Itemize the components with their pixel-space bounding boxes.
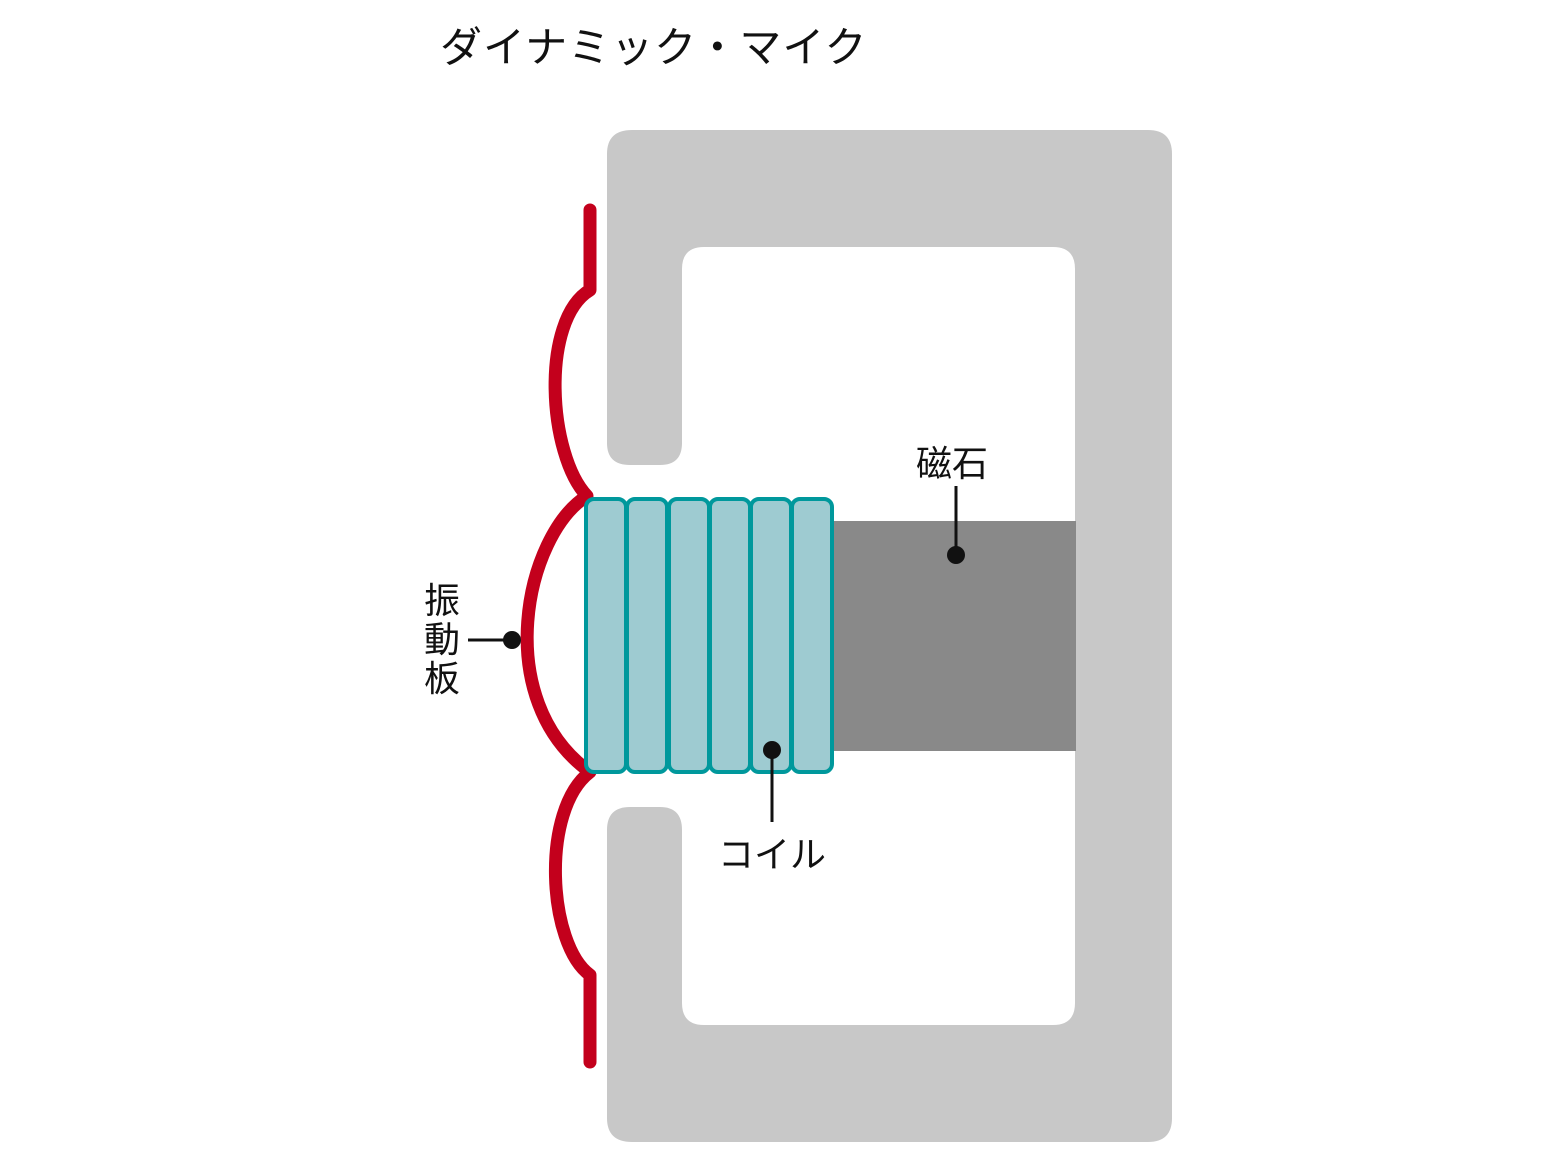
- magnet-label: 磁石: [916, 444, 989, 485]
- coil: [584, 497, 834, 774]
- coil-label: コイル: [718, 835, 827, 876]
- diaphragm-label: 振動板: [423, 581, 460, 700]
- coil-winding: [790, 497, 834, 774]
- coil-winding: [625, 497, 669, 774]
- coil-leader: [763, 741, 781, 822]
- diaphragm-leader: [468, 631, 521, 649]
- coil-winding: [584, 497, 628, 774]
- coil-winding: [708, 497, 752, 774]
- coil-winding: [749, 497, 793, 774]
- diagram-title: ダイナミック・マイク: [440, 23, 868, 72]
- coil-winding: [667, 497, 711, 774]
- magnet-yoke: [607, 130, 1172, 1142]
- magnet-leader: [947, 486, 965, 564]
- diaphragm: [520, 203, 597, 1069]
